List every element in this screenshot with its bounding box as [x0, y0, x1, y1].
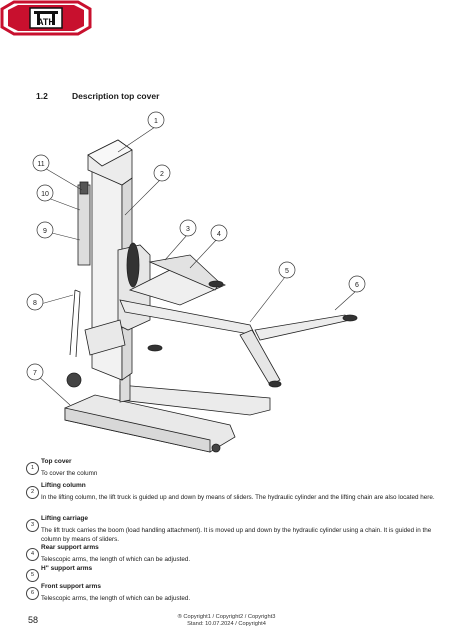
- callout-8: 8: [33, 300, 37, 307]
- callout-circles: [26, 111, 366, 381]
- lift-drawing: 1 2 3 4 5 6 7 8 9 10 11: [26, 111, 366, 453]
- callout-4: 4: [217, 231, 221, 238]
- legend-number: 6: [26, 587, 39, 600]
- legend-term: Lifting column: [41, 482, 86, 489]
- ath-logo: ATH: [0, 0, 92, 36]
- page-number: 58: [28, 615, 39, 625]
- legend-number: 3: [26, 519, 39, 532]
- footer-copyright: ® Copyright1 / Copyright2 / Copyright3: [177, 614, 276, 620]
- legend-description: To cover the column: [41, 470, 98, 477]
- legend-term: Top cover: [41, 458, 72, 465]
- legend-number: 4: [26, 548, 39, 561]
- legend-description: Telescopic arms, the length of which can…: [41, 595, 191, 602]
- legend-term: H" support arms: [41, 565, 93, 572]
- logo-text: ATH: [37, 17, 55, 27]
- callout-11: 11: [37, 161, 44, 168]
- callout-6: 6: [355, 282, 359, 289]
- callout-5: 5: [285, 268, 289, 275]
- legend-number: 2: [26, 486, 39, 499]
- callout-7: 7: [33, 370, 37, 377]
- callout-10: 10: [41, 191, 49, 198]
- legend-number: 1: [26, 462, 39, 475]
- legend-term: Front support arms: [41, 583, 101, 590]
- legend-term: Rear support arms: [41, 544, 99, 551]
- section-number: 1.2: [36, 91, 48, 101]
- footer-stand: Stand: 10.07.2024 / Copyright4: [187, 621, 266, 627]
- legend-description: In the lifting column, the lift truck is…: [41, 494, 435, 501]
- section-title: Description top cover: [72, 91, 160, 101]
- legend-description: The lift truck carries the boom (load ha…: [41, 527, 432, 543]
- legend-number: 5: [26, 569, 39, 582]
- callout-1: 1: [154, 118, 158, 125]
- legend-description: Telescopic arms, the length of which can…: [41, 556, 191, 563]
- callout-9: 9: [43, 228, 47, 235]
- legend-term: Lifting carriage: [41, 515, 88, 522]
- lift-illustration: [64, 139, 358, 453]
- callout-3: 3: [186, 226, 190, 233]
- callout-2: 2: [160, 171, 164, 178]
